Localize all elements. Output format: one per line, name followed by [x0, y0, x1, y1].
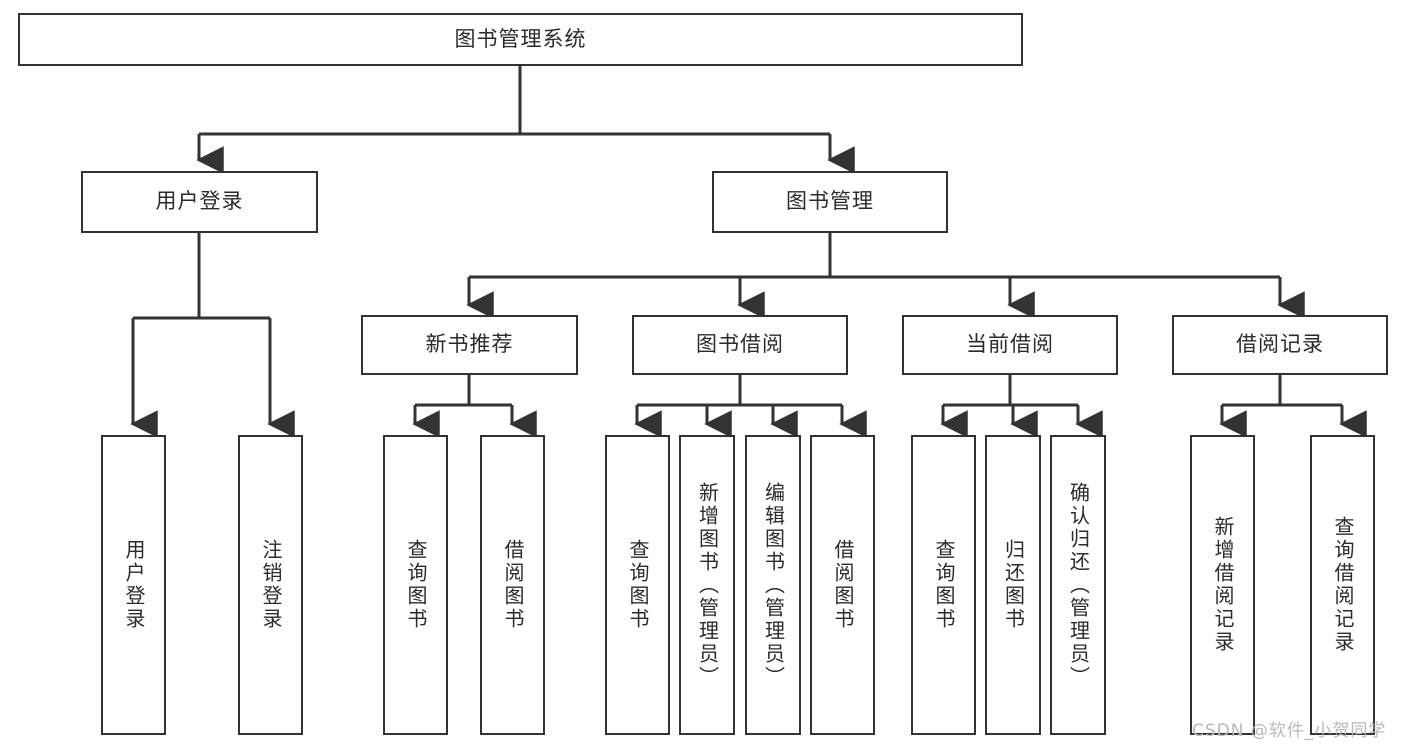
node-leaf-7[interactable]: 借阅图书: [810, 435, 875, 735]
node-leaf-12[interactable]: 查询借阅记录: [1310, 435, 1375, 735]
node-leaf-12-label: 查询借阅记录: [1331, 516, 1355, 654]
node-level3-0[interactable]: 新书推荐: [361, 315, 578, 375]
node-leaf-0-label: 用户登录: [122, 539, 146, 631]
node-leaf-4[interactable]: 查询图书: [605, 435, 670, 735]
node-root-label: 图书管理系统: [454, 26, 587, 51]
node-leaf-3[interactable]: 借阅图书: [480, 435, 545, 735]
node-leaf-6-label: 编辑图书（管理员）: [761, 481, 786, 689]
node-leaf-3-label: 借阅图书: [501, 539, 525, 631]
node-level2-0[interactable]: 用户登录: [81, 171, 318, 233]
node-level3-3[interactable]: 借阅记录: [1172, 315, 1388, 375]
node-level3-1[interactable]: 图书借阅: [632, 315, 848, 375]
node-leaf-10-label: 确认归还（管理员）: [1066, 481, 1091, 689]
node-level2-1[interactable]: 图书管理: [712, 171, 948, 233]
node-level3-3-label: 借阅记录: [1236, 332, 1324, 357]
node-level3-2[interactable]: 当前借阅: [902, 315, 1118, 375]
node-leaf-11-label: 新增借阅记录: [1211, 516, 1235, 654]
node-level3-0-label: 新书推荐: [425, 332, 514, 357]
csdn-watermark: CSDN @软件_小贺同学: [1192, 721, 1387, 741]
node-leaf-1[interactable]: 注销登录: [238, 435, 303, 735]
node-leaf-10[interactable]: 确认归还（管理员）: [1050, 435, 1106, 735]
node-leaf-8[interactable]: 查询图书: [911, 435, 976, 735]
node-leaf-7-label: 借阅图书: [831, 539, 855, 631]
node-leaf-2-label: 查询图书: [404, 539, 428, 631]
node-level3-1-label: 图书借阅: [696, 332, 784, 357]
node-level2-0-label: 用户登录: [155, 189, 244, 214]
node-leaf-8-label: 查询图书: [932, 539, 956, 631]
node-leaf-6[interactable]: 编辑图书（管理员）: [745, 435, 801, 735]
node-leaf-1-label: 注销登录: [259, 539, 283, 631]
node-leaf-9-label: 归还图书: [1001, 539, 1026, 631]
node-leaf-9[interactable]: 归还图书: [985, 435, 1041, 735]
node-level2-1-label: 图书管理: [786, 189, 874, 214]
node-leaf-0[interactable]: 用户登录: [101, 435, 166, 735]
node-root[interactable]: 图书管理系统: [18, 13, 1023, 66]
node-leaf-2[interactable]: 查询图书: [383, 435, 448, 735]
node-level3-2-label: 当前借阅: [966, 332, 1054, 357]
node-leaf-5-label: 新增图书（管理员）: [695, 481, 720, 689]
node-leaf-5[interactable]: 新增图书（管理员）: [679, 435, 735, 735]
node-leaf-4-label: 查询图书: [626, 539, 650, 631]
node-leaf-11[interactable]: 新增借阅记录: [1190, 435, 1255, 735]
